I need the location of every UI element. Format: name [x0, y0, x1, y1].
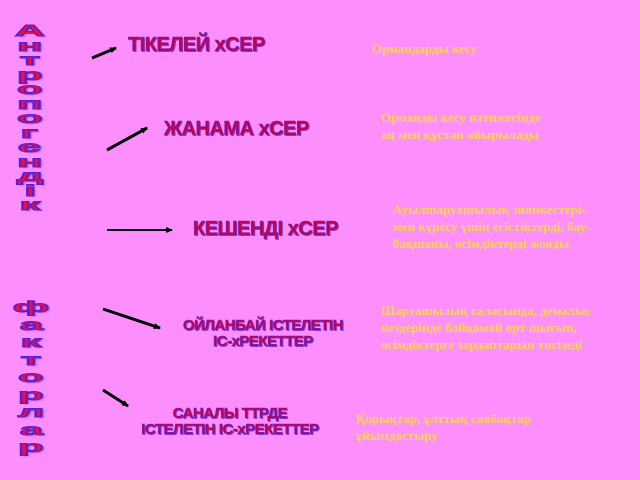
letter: а [18, 316, 44, 334]
letter: а [18, 421, 44, 439]
description-complex-impact: Ауылшаруашылық зиянкестері- мен күресу ү… [393, 201, 590, 252]
description-line: мен күресу үшін егістіктерді, бау- [393, 219, 591, 234]
description-line: Ауылшаруашылық зиянкестері- [393, 202, 586, 217]
letter: н [16, 37, 44, 55]
heading-line: САНАЛЫ ТТРДЕ [172, 405, 288, 422]
letter: е [17, 139, 43, 156]
letter: п [16, 95, 44, 113]
heading-indirect-impact: ЖАНАМА хСЕР [164, 118, 310, 141]
description-unintentional-actions: Шаруашылық саласында, демалыс кездерінде… [381, 302, 591, 353]
letter: о [17, 369, 45, 386]
description-line: өсімдіктерге зардаптарын тигізеді [381, 337, 583, 352]
description-line: аң мен құстан айырылады [381, 127, 540, 142]
letter: л [16, 404, 45, 421]
description-line: Қорықтар, ұлттық саябақтар [356, 411, 532, 426]
heading-line: ІС-хРЕКЕТТЕР [213, 333, 314, 350]
letter: т [18, 52, 41, 69]
letter: к [19, 334, 42, 351]
side-label-anthropogenic: А н т р о п о г е н д і к [13, 23, 46, 213]
description-line: Орманды кесу нәтижесінде [381, 110, 541, 125]
letter: к [18, 197, 41, 214]
letter: р [17, 386, 45, 404]
heading-complex-impact: КЕШЕНДІ хСЕР [193, 218, 339, 241]
heading-direct-impact: ТІКЕЛЕЙ хСЕР [128, 34, 266, 57]
letter: о [16, 81, 44, 98]
description-line: Ормандарды кесу [372, 41, 478, 56]
heading-line: ІСТЕЛЕТІН ІС-хРЕКЕТТЕР [141, 421, 320, 438]
letter: А [13, 23, 46, 40]
description-intentional-actions: Қорықтар, ұлттық саябақтар ұйымдастыру [356, 410, 531, 444]
heading-line: ОЙЛАНБАЙ ІСТЕЛЕТІН [182, 317, 344, 334]
letter: н [16, 153, 44, 171]
description-indirect-impact: Орманды кесу нәтижесінде аң мен құстан а… [381, 109, 541, 143]
heading-intentional-actions: САНАЛЫ ТТРДЕ ІСТЕЛЕТІН ІС-хРЕКЕТТЕР [140, 405, 320, 438]
description-line: бақшаны, өсімдіктерді жояды [393, 236, 570, 251]
letter: д [15, 168, 44, 185]
side-label-factors: ф а к т о р л а р [12, 299, 51, 458]
letter: ф [12, 299, 51, 316]
letter: р [17, 439, 45, 456]
description-line: Шаруашылық саласында, демалыс [381, 303, 592, 318]
letter: г [20, 124, 40, 142]
description-line: ұйымдастыру [356, 428, 438, 443]
heading-unintentional-actions: ОЙЛАНБАЙ ІСТЕЛЕТІН ІС-хРЕКЕТТЕР [172, 317, 354, 350]
description-direct-impact: Ормандарды кесу [372, 40, 477, 57]
letter: т [20, 351, 43, 369]
letter: і [23, 182, 37, 200]
letter: р [16, 66, 44, 84]
letter: о [16, 110, 44, 127]
description-line: кездерінде байқамай өрт шығып, [381, 320, 577, 335]
